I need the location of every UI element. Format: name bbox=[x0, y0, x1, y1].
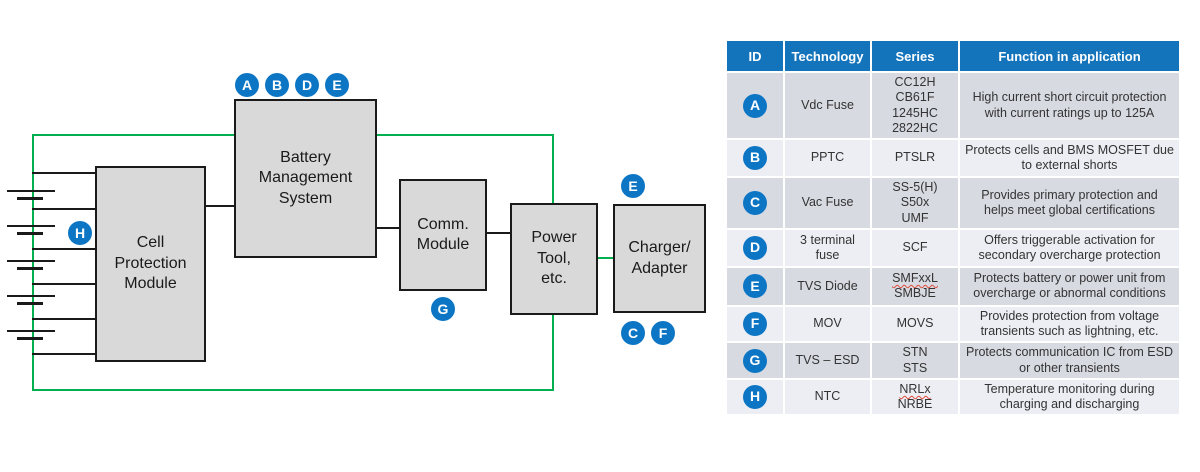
series-cell: SMFxxL SMBJE bbox=[872, 267, 958, 305]
badge-h: H bbox=[68, 221, 92, 245]
badge-c: C bbox=[621, 321, 645, 345]
id-badge-f: F bbox=[743, 312, 767, 336]
table-row-c: C Vac Fuse SS-5(H) S50x UMF Provides pri… bbox=[727, 178, 1179, 228]
series-cell: NRLx NRBE bbox=[872, 379, 958, 415]
function-cell: Protects communication IC from ESD or ot… bbox=[960, 343, 1179, 378]
component-table: ID Technology Series Function in applica… bbox=[725, 39, 1181, 417]
battery-cell-short-plate bbox=[17, 267, 43, 270]
technology-cell: 3 terminal fuse bbox=[785, 229, 870, 266]
badge-e-charger: E bbox=[621, 174, 645, 198]
id-cell: A bbox=[727, 73, 783, 138]
wire-bms-comm bbox=[376, 227, 400, 229]
battery-cell-short-plate bbox=[17, 232, 43, 235]
function-cell: Provides protection from voltage transie… bbox=[960, 306, 1179, 342]
id-badge-g: G bbox=[743, 348, 767, 373]
wire-cpm-bms bbox=[204, 205, 236, 207]
id-badge-c: C bbox=[743, 190, 767, 215]
table-row-g: G TVS – ESD STN STS Protects communicati… bbox=[727, 343, 1179, 378]
box-cell-protection-module: Cell Protection Module bbox=[95, 166, 206, 362]
series-cell: PTSLR bbox=[872, 140, 958, 176]
technology-cell: Vac Fuse bbox=[785, 178, 870, 228]
box-power-tool: Power Tool, etc. bbox=[510, 203, 598, 315]
table-row-d: D 3 terminal fuse SCF Offers triggerable… bbox=[727, 229, 1179, 266]
id-cell: F bbox=[727, 306, 783, 342]
id-cell: B bbox=[727, 140, 783, 176]
box-battery-management-system: Battery Management System bbox=[234, 99, 377, 258]
id-cell: G bbox=[727, 343, 783, 378]
technology-cell: PPTC bbox=[785, 140, 870, 176]
table-row-h: H NTC NRLx NRBE Temperature monitoring d… bbox=[727, 379, 1179, 415]
series-cell: SCF bbox=[872, 229, 958, 266]
battery-tap-wire bbox=[32, 208, 96, 210]
id-cell: E bbox=[727, 267, 783, 305]
battery-cell-short-plate bbox=[17, 302, 43, 305]
col-header-function: Function in application bbox=[960, 41, 1179, 71]
battery-cell-short-plate bbox=[17, 337, 43, 340]
battery-cell-long-plate bbox=[7, 225, 55, 227]
id-badge-b: B bbox=[743, 146, 767, 170]
function-cell: Temperature monitoring during charging a… bbox=[960, 379, 1179, 415]
misspelled-series-name: SMFxxL bbox=[892, 271, 938, 285]
wire-comm-powertool bbox=[486, 232, 511, 234]
table-row-a: A Vdc Fuse CC12H CB61F 1245HC 2822HC Hig… bbox=[727, 73, 1179, 138]
battery-tap-wire bbox=[32, 318, 96, 320]
table-row-e: E TVS Diode SMFxxL SMBJE Protects batter… bbox=[727, 267, 1179, 305]
id-badge-a: A bbox=[743, 93, 767, 118]
wire-powertool-charger bbox=[597, 257, 614, 259]
badge-b: B bbox=[265, 73, 289, 97]
technology-cell: MOV bbox=[785, 306, 870, 342]
box-comm-label: Comm. Module bbox=[416, 215, 470, 253]
box-comm-module: Comm. Module bbox=[399, 179, 487, 291]
box-charger-adapter: Charger/ Adapter bbox=[613, 204, 706, 313]
function-cell: Protects cells and BMS MOSFET due to ext… bbox=[960, 140, 1179, 176]
box-bms-label: Battery Management System bbox=[258, 148, 353, 207]
series-cell: CC12H CB61F 1245HC 2822HC bbox=[872, 73, 958, 138]
series-cell: STN STS bbox=[872, 343, 958, 378]
box-cell-protection-label: Cell Protection Module bbox=[114, 234, 187, 293]
badge-f: F bbox=[651, 321, 675, 345]
technology-cell: NTC bbox=[785, 379, 870, 415]
col-header-technology: Technology bbox=[785, 41, 870, 71]
badge-g: G bbox=[431, 297, 455, 321]
battery-cell-short-plate bbox=[17, 197, 43, 200]
battery-tap-wire bbox=[32, 248, 96, 250]
battery-tap-wire bbox=[32, 172, 96, 174]
badge-a: A bbox=[235, 73, 259, 97]
id-cell: C bbox=[727, 178, 783, 228]
col-header-series: Series bbox=[872, 41, 958, 71]
function-cell: High current short circuit protection wi… bbox=[960, 73, 1179, 138]
technology-cell: TVS Diode bbox=[785, 267, 870, 305]
function-cell: Protects battery or power unit from over… bbox=[960, 267, 1179, 305]
battery-cell-long-plate bbox=[7, 330, 55, 332]
id-badge-h: H bbox=[743, 385, 767, 409]
battery-tap-wire bbox=[32, 283, 96, 285]
series-cell: SS-5(H) S50x UMF bbox=[872, 178, 958, 228]
misspelled-series-name: NRLx bbox=[899, 381, 931, 396]
technology-cell: Vdc Fuse bbox=[785, 73, 870, 138]
table-row-f: F MOV MOVS Provides protection from volt… bbox=[727, 306, 1179, 342]
id-cell: D bbox=[727, 229, 783, 266]
function-cell: Provides primary protection and helps me… bbox=[960, 178, 1179, 228]
battery-tap-wire bbox=[32, 353, 96, 355]
technology-cell: TVS – ESD bbox=[785, 343, 870, 378]
battery-cell-long-plate bbox=[7, 260, 55, 262]
battery-cell-long-plate bbox=[7, 295, 55, 297]
id-cell: H bbox=[727, 379, 783, 415]
badge-e: E bbox=[325, 73, 349, 97]
table-header-row: ID Technology Series Function in applica… bbox=[727, 41, 1179, 71]
badge-d: D bbox=[295, 73, 319, 97]
id-badge-d: D bbox=[743, 235, 767, 260]
col-header-id: ID bbox=[727, 41, 783, 71]
id-badge-e: E bbox=[743, 274, 767, 299]
function-cell: Offers triggerable activation for second… bbox=[960, 229, 1179, 266]
box-charger-label: Charger/ Adapter bbox=[628, 239, 691, 277]
series-cell: MOVS bbox=[872, 306, 958, 342]
table-row-b: B PPTC PTSLR Protects cells and BMS MOSF… bbox=[727, 140, 1179, 176]
battery-cell-long-plate bbox=[7, 190, 55, 192]
box-power-tool-label: Power Tool, etc. bbox=[531, 229, 577, 288]
